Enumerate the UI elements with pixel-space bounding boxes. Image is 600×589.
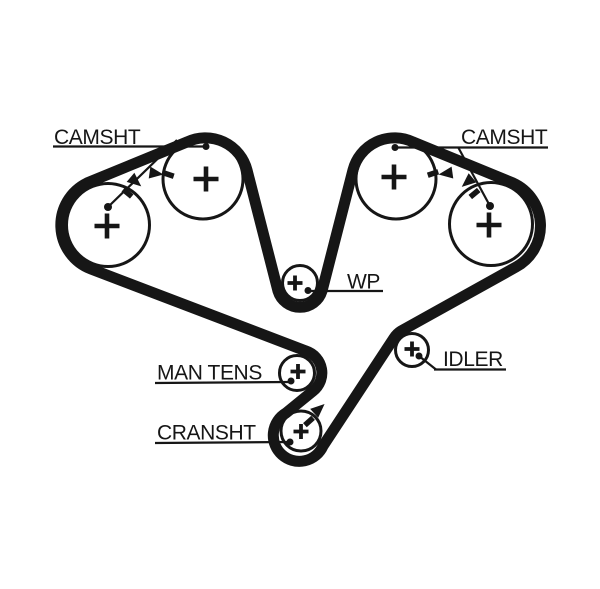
label-crankshaft: CRANSHT	[157, 422, 256, 445]
label-water-pump: WP	[347, 271, 380, 294]
center-mark-camshaft-inner-left	[193, 166, 219, 192]
center-mark-camshaft-outer-right	[476, 212, 502, 238]
rotation-dash-icon	[303, 415, 315, 428]
camshaft-left-underline-dot	[202, 143, 210, 150]
label-idler: IDLER	[443, 348, 503, 371]
center-mark-crankshaft	[293, 424, 309, 439]
rotation-arrow-icon	[148, 166, 164, 179]
rotation-dash-icon	[162, 170, 175, 179]
label-manual-tensioner: MAN TENS	[157, 362, 262, 385]
water-pump-dot	[304, 287, 312, 294]
rotation-arrow-icon	[126, 172, 142, 187]
rotation-dash-icon	[468, 187, 481, 200]
timing-belt	[55, 132, 546, 467]
center-mark-camshaft-outer-left	[94, 213, 120, 239]
rotation-dash-icon	[426, 169, 440, 178]
rotation-arrow-icon	[461, 173, 477, 187]
tensioner-dot	[287, 377, 295, 385]
idler-leader	[418, 355, 437, 371]
label-camshaft-left: CAMSHT	[54, 126, 141, 149]
rotation-arrow-icon	[310, 403, 325, 418]
tensioner-underline	[154, 380, 291, 385]
callout-dots	[104, 143, 494, 446]
pulley-center-marks	[94, 164, 502, 439]
rotation-arrow-icon	[438, 166, 454, 179]
camshaft-left-leader-dot	[104, 203, 112, 211]
center-mark-camshaft-inner-right	[381, 164, 407, 190]
center-mark-manual-tensioner	[290, 364, 306, 379]
center-mark-water-pump	[287, 275, 303, 291]
labels: CAMSHT CAMSHT WP MAN TENS CRANSHT IDLER	[54, 126, 548, 445]
crankshaft-underline	[154, 440, 290, 445]
camshaft-right-underline-dot	[391, 144, 399, 151]
direction-arrows	[121, 166, 481, 428]
crankshaft-dot	[286, 438, 294, 446]
label-camshaft-right: CAMSHT	[461, 126, 548, 149]
camshaft-right-leader-dot	[486, 202, 494, 210]
idler-dot	[415, 352, 423, 360]
rotation-dash-icon	[121, 187, 134, 199]
center-mark-idler	[404, 341, 420, 357]
